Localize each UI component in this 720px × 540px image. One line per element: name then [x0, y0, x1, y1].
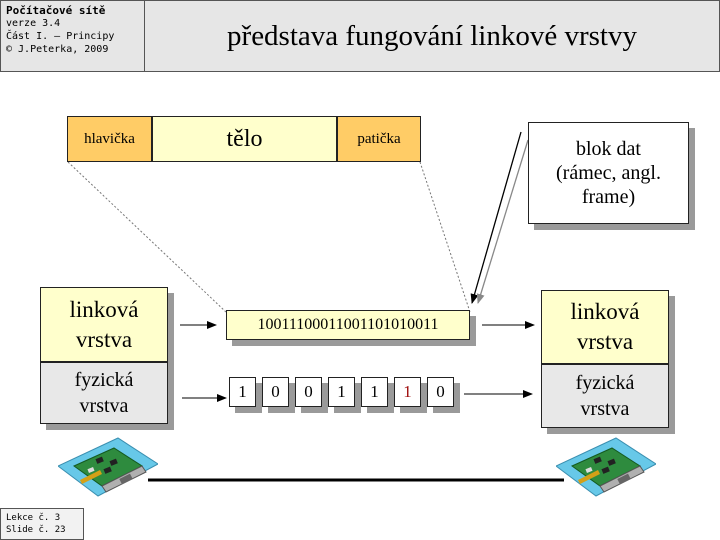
data-block-callout: blok dat (rámec, angl. frame) — [528, 122, 689, 224]
bit-box: 0 — [427, 377, 454, 407]
frame-trailer-box: patička — [337, 116, 421, 162]
slide-number: Slide č. 23 — [6, 525, 66, 535]
callout-line: frame) — [581, 186, 636, 208]
bit-box: 1 — [361, 377, 388, 407]
callout-line: blok dat — [575, 138, 641, 160]
callout-pointer-gray — [476, 139, 529, 304]
layer-label: linková — [69, 296, 139, 322]
left-link-layer: linková vrstva — [40, 287, 168, 362]
layer-label: vrstva — [75, 326, 133, 352]
frame-body-box: tělo — [152, 116, 337, 162]
bit-box: 1 — [229, 377, 256, 407]
layer-label: fyzická — [74, 369, 134, 391]
course-part: Část I. – Principy — [6, 31, 115, 42]
right-physical-layer: fyzická vrstva — [541, 364, 669, 428]
layer-label: vrstva — [576, 329, 634, 354]
layer-label: fyzická — [575, 372, 635, 394]
trailer-dotted-line — [419, 161, 471, 313]
left-physical-layer: fyzická vrstva — [40, 362, 168, 424]
frame-bitstring: 10011100011001101010011 — [226, 310, 470, 340]
slide-title: představa fungování linkové vrstvy — [145, 0, 720, 72]
layer-label: vrstva — [580, 398, 630, 420]
course-info-panel: Počítačové sítě verze 3.4 Část I. – Prin… — [0, 0, 145, 72]
callout-line: (rámec, angl. — [556, 162, 661, 184]
slide-footer: Lekce č. 3 Slide č. 23 — [0, 508, 84, 540]
layer-label: linková — [570, 299, 640, 324]
callout-pointer-black — [470, 131, 522, 304]
header-dotted-line — [67, 161, 227, 313]
layer-label: vrstva — [79, 395, 129, 417]
bit-box: 0 — [262, 377, 289, 407]
course-version: verze 3.4 — [6, 18, 61, 29]
course-copyright: © J.Peterka, 2009 — [6, 44, 109, 55]
bit-box-highlighted: 1 — [394, 377, 421, 407]
right-link-layer: linková vrstva — [541, 290, 669, 364]
bit-box: 1 — [328, 377, 355, 407]
frame-header-box: hlavička — [67, 116, 152, 162]
network-card-icon — [556, 437, 656, 497]
bit-box: 0 — [295, 377, 322, 407]
lesson-number: Lekce č. 3 — [6, 513, 61, 523]
network-card-icon — [58, 437, 158, 497]
course-title: Počítačové sítě — [6, 4, 106, 17]
